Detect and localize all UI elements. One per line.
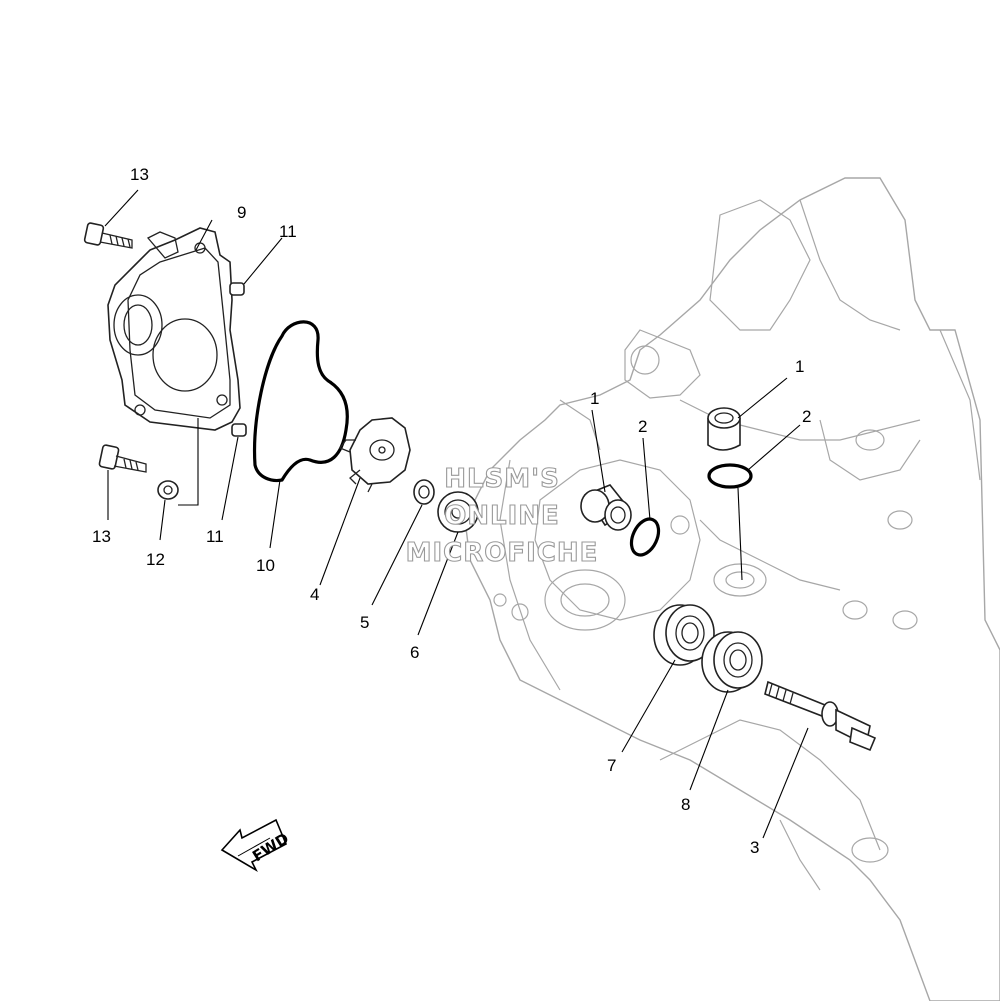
gasket-10 (252, 320, 349, 549)
o-ring-2-right (707, 424, 801, 581)
dowel-pin-11-upper (229, 237, 283, 296)
callout-2-right: 2 (802, 407, 811, 426)
bolt-13-lower (98, 444, 147, 520)
impeller-4 (319, 417, 411, 586)
o-ring-2-left (629, 437, 661, 557)
callout-12: 12 (146, 550, 165, 569)
callout-6: 6 (410, 643, 419, 662)
callout-2-left: 2 (638, 417, 647, 436)
impeller-shaft-3 (762, 680, 877, 839)
bearing-8 (689, 631, 763, 791)
oil-seal-6 (417, 491, 479, 636)
callout-13-lower: 13 (92, 527, 111, 546)
callout-11-lower: 11 (206, 527, 224, 546)
watermark-line-1: HLSM'S (444, 464, 560, 494)
callout-labels: 13 9 11 1 1 2 2 13 11 12 10 4 5 6 7 8 3 (92, 165, 811, 857)
watermark: HLSM'S ONLINE MICROFICHE (405, 463, 599, 568)
callout-9: 9 (237, 203, 246, 222)
callout-3: 3 (750, 838, 759, 857)
seal-5 (371, 479, 435, 606)
callout-10: 10 (256, 556, 275, 575)
callout-8: 8 (681, 795, 690, 814)
callout-7: 7 (607, 756, 616, 775)
collar-1-right (707, 377, 788, 451)
forward-direction-arrow: FWD (220, 818, 292, 873)
callout-1-right: 1 (795, 357, 804, 376)
callout-1-left: 1 (590, 389, 599, 408)
washer-12 (157, 418, 199, 541)
callout-5: 5 (360, 613, 369, 632)
callout-11-upper: 11 (279, 222, 297, 241)
watermark-line-2: ONLINE (444, 501, 560, 531)
dowel-pin-11-lower (221, 423, 247, 521)
callout-13-upper: 13 (130, 165, 149, 184)
collar-1-left (580, 409, 632, 531)
water-pump-cover (107, 219, 241, 431)
engine-crankcase (464, 177, 1000, 1001)
bearing-7 (621, 604, 715, 753)
watermark-line-3: MICROFICHE (406, 538, 599, 568)
callout-4: 4 (310, 585, 319, 604)
bolt-13-upper (83, 189, 139, 249)
